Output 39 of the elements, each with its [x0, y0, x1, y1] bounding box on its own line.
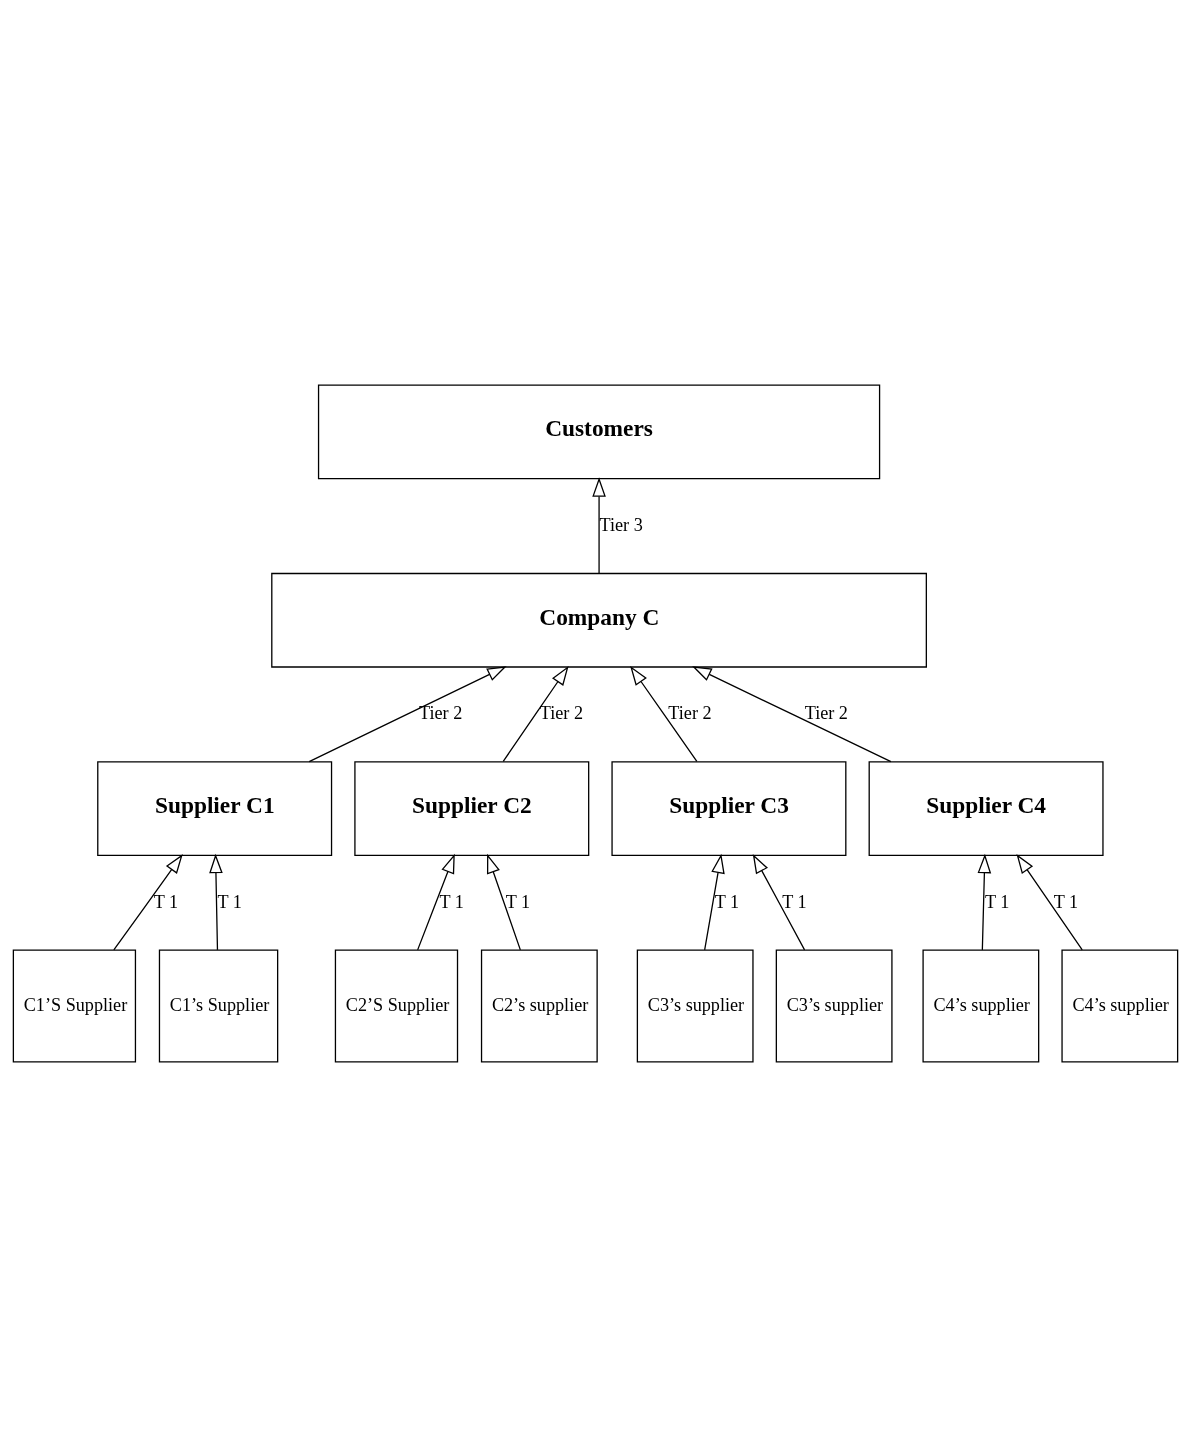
edge-label: T 1: [984, 891, 1010, 912]
arrow: [592, 476, 606, 574]
arrow: [113, 853, 183, 951]
arrow: [752, 853, 806, 951]
arrow: [308, 665, 507, 762]
arrow: [209, 853, 223, 951]
node-box: C2’S Supplier: [334, 948, 459, 1062]
node-box: C2’s supplier: [480, 948, 598, 1062]
node-box: C1’s Supplier: [158, 948, 279, 1062]
arrow: [502, 665, 569, 762]
node-box: C4’s supplier: [1061, 948, 1179, 1062]
edge-label: Tier 2: [539, 702, 584, 723]
node-box: Supplier C1: [97, 760, 333, 856]
node-box: Company C: [271, 572, 927, 668]
arrow: [1016, 853, 1083, 951]
node-box: Customers: [317, 384, 881, 479]
edge-label: T 1: [505, 891, 531, 912]
arrow: [704, 853, 725, 951]
arrow: [692, 665, 892, 762]
edge-label: Tier 2: [804, 702, 848, 723]
arrow: [417, 853, 455, 951]
edge-label: T 1: [439, 891, 464, 912]
edge-label: T 1: [1053, 891, 1079, 912]
edge-label: Tier 2: [668, 702, 712, 723]
edge-label: T 1: [217, 891, 242, 912]
arrow: [630, 665, 698, 762]
node-box: C4’s supplier: [922, 948, 1040, 1062]
edge-label: Tier 2: [419, 702, 463, 723]
edge-label: T 1: [714, 891, 740, 912]
node-box: Supplier C4: [868, 760, 1104, 856]
node-box: Supplier C3: [611, 760, 847, 856]
node-box: Supplier C2: [354, 760, 590, 856]
node-box: C3’s supplier: [775, 948, 893, 1062]
edge-label: T 1: [782, 891, 807, 912]
node-box: C1’S Supplier: [12, 948, 137, 1062]
edge-label: T 1: [153, 891, 179, 912]
arrow: [486, 853, 521, 951]
node-box: C3’s supplier: [636, 948, 754, 1062]
arrow: [977, 853, 992, 951]
